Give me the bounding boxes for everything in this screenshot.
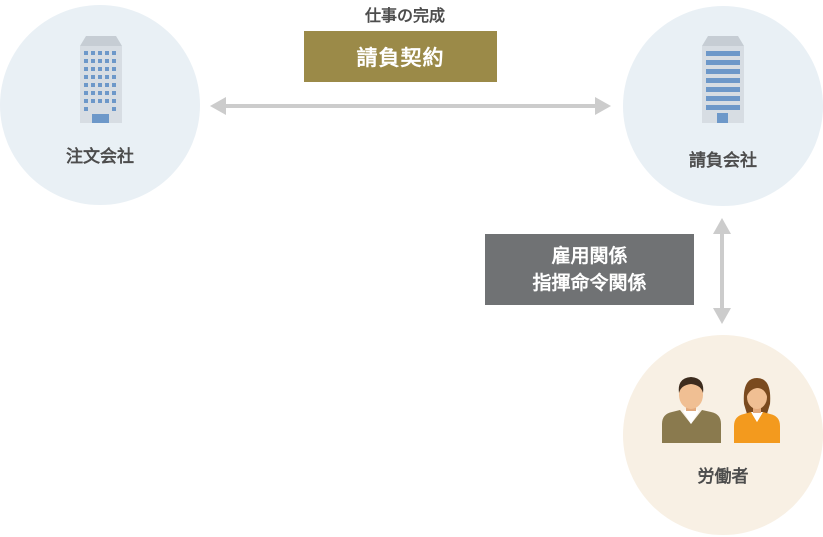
workers-node-circle xyxy=(623,335,823,535)
employment-label-line1: 雇用関係 xyxy=(551,244,628,267)
businessman-icon xyxy=(662,377,721,443)
contract-arrow xyxy=(210,97,611,115)
client-building-icon xyxy=(80,36,122,123)
employment-arrow xyxy=(713,218,731,324)
contract-label-box: 請負契約 xyxy=(304,31,497,82)
workers-node-label: 労働者 xyxy=(697,467,749,487)
businesswoman-icon xyxy=(734,378,780,443)
contractor-building-icon xyxy=(702,36,744,123)
contract-label: 請負契約 xyxy=(356,45,445,70)
employment-label-line2: 指揮命令関係 xyxy=(532,271,647,294)
client-node-label: 注文会社 xyxy=(66,147,134,167)
employment-label-box: 雇用関係 指揮命令関係 xyxy=(485,234,694,305)
contract-caption: 仕事の完成 xyxy=(364,6,445,25)
contractor-node-label: 請負会社 xyxy=(689,151,757,171)
